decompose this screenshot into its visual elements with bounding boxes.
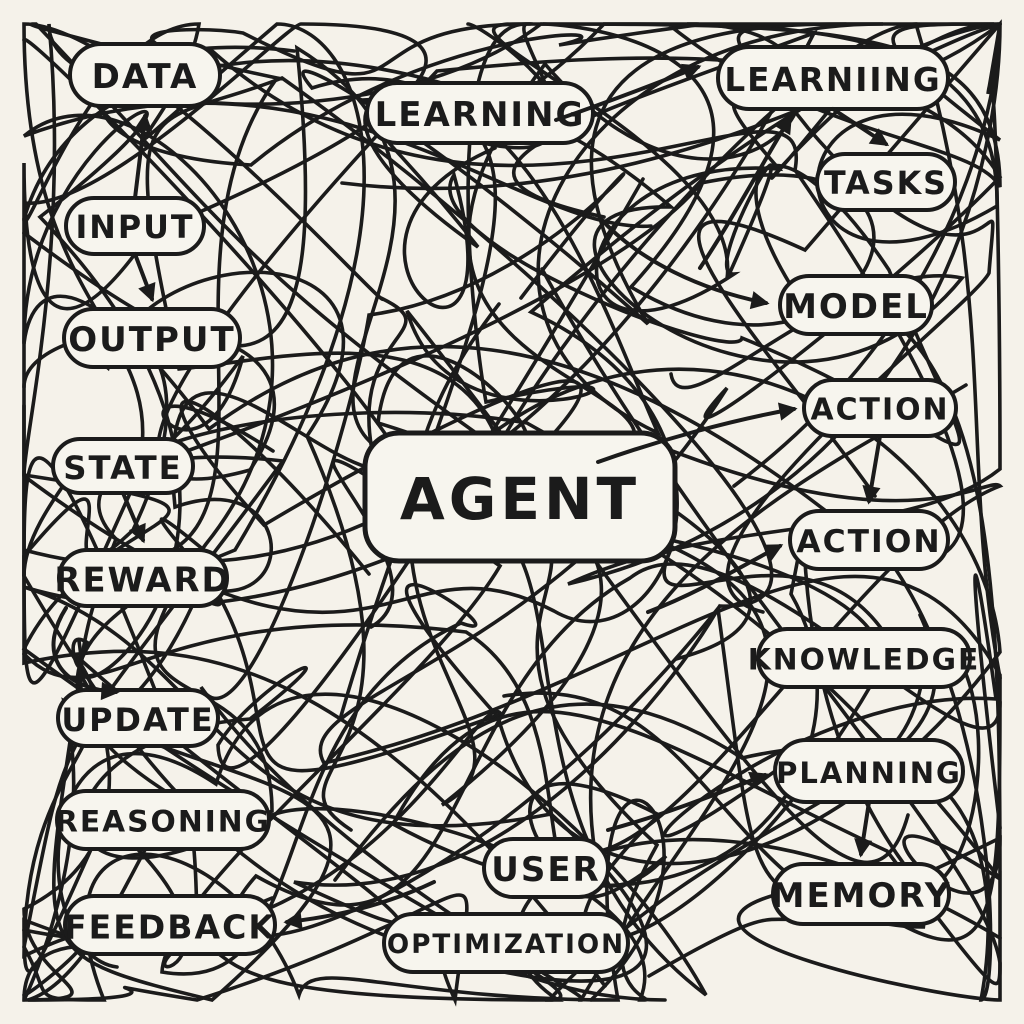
node-data: DATA [68,42,222,108]
node-label: TASKS [824,166,948,202]
node-label: AGENT [400,465,640,533]
node-shape [362,430,678,564]
node-label: MEMORY [771,876,952,916]
edge-arrow-tangle-update [51,606,120,701]
node-label: USER [491,850,601,890]
node-label: OPTIMIZATION [387,930,625,960]
node-tasks: TASKS [815,152,957,212]
node-label: OUTPUT [68,320,235,360]
tangle-line [22,109,894,680]
tangle-line [301,22,995,614]
tangle-line [99,22,1004,855]
node-agent: AGENT [362,430,678,564]
node-shape [55,789,271,851]
node-planning: PLANNING [773,738,965,804]
node-shape [382,912,630,974]
node-optimization: OPTIMIZATION [382,912,630,974]
node-feedback: FEEDBACK [63,894,277,956]
node-shape [63,894,277,956]
node-label: LEARNING [375,95,586,135]
node-shape [815,152,957,212]
node-label: FEEDBACK [64,908,276,947]
node-label: ACTION [796,524,941,560]
node-label: PLANNING [776,756,962,790]
node-input: INPUT [64,196,206,256]
node-action: ACTION [802,378,958,438]
node-reasoning: REASONING [55,789,271,851]
node-label: MODEL [783,287,929,327]
edge-arrow-tangle-action2 [646,544,784,614]
node-label: INPUT [75,210,194,246]
tangle-line [22,37,1002,976]
node-learning: LEARNING [365,81,595,145]
edge-arrow-tangle-action [596,402,798,464]
node-label: STATE [63,449,183,487]
edge-arrow-tangle-feedback [283,880,436,930]
node-shape [778,274,934,336]
tangle-line [22,302,883,943]
node-shape [56,688,220,748]
edge-arrow-input-output [133,252,156,303]
tangle-line [145,75,1002,1002]
node-shape [68,42,222,108]
tangle-line [22,603,926,997]
node-memory: MEMORY [771,862,952,926]
node-action2: ACTION [788,509,950,571]
edge-arrow-input-data [133,112,153,200]
node-learniing: LEARNIING [716,45,950,111]
node-shape [771,862,951,926]
node-shape [788,509,950,571]
edge-arrow-tangle-planning [606,771,769,832]
edge-arrow-state-reward [121,491,146,544]
node-state: STATE [51,437,195,495]
node-label: LEARNIING [724,61,941,99]
tangle-line [402,146,1002,1002]
edge-arrows [51,63,890,930]
edge-arrow-tangle-learniing [698,114,792,270]
node-model: MODEL [778,274,934,336]
node-output: OUTPUT [62,307,242,369]
node-label: KNOWLEDGE [748,643,981,678]
tangle-line [22,101,653,860]
edge-arrow-learning-learniing [554,63,702,122]
edge-arrow-planning-memory [854,800,873,858]
edge-arrow-tangle-model [598,216,770,310]
node-shape [62,307,242,369]
node-update: UPDATE [56,688,220,748]
node-label: UPDATE [61,701,214,739]
node-knowledge: KNOWLEDGE [748,627,981,689]
node-label: DATA [92,57,199,97]
node-shape [482,837,610,899]
node-user: USER [482,837,610,899]
node-reward: REWARD [54,548,231,608]
node-shape [365,81,595,145]
node-label: ACTION [810,393,949,428]
node-shape [756,627,972,689]
nodes: DATA LEARNING LEARNIING TASKS INPUT OUTPUT MOD… [51,42,981,974]
node-shape [57,548,229,608]
node-label: REWARD [54,561,231,600]
node-label: REASONING [55,805,271,840]
edge-arrow-learniing-tasks [831,107,890,147]
edge-arrow-action-action2 [862,434,882,505]
